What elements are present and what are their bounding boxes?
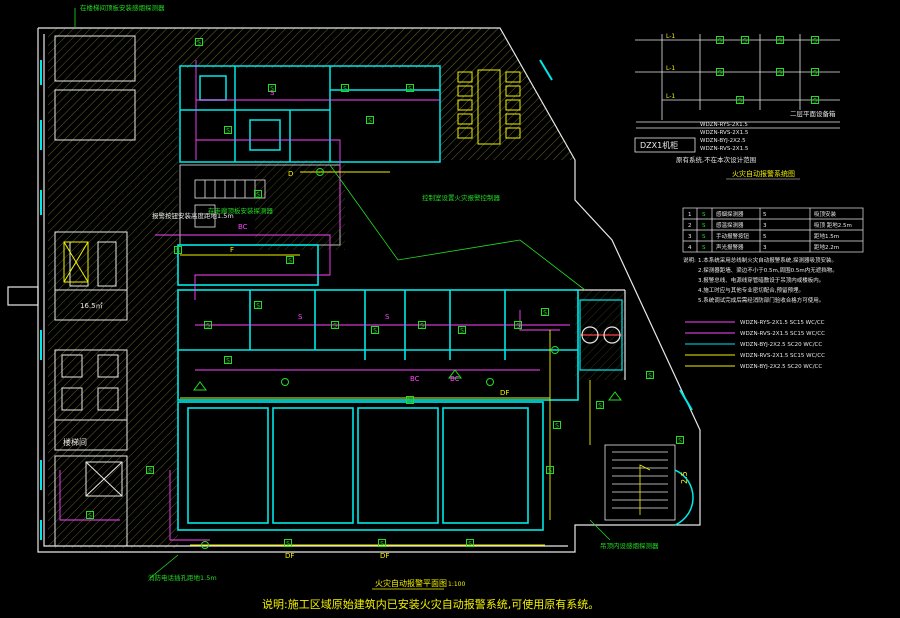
legend-qty-4: 3 (763, 245, 767, 251)
bus-label-2: L-1 (666, 65, 675, 72)
legend-no-3: 3 (688, 234, 692, 240)
note-1: 1.本系统采用总线制火灾自动报警系统,探测器吸顶安装。 (698, 256, 837, 264)
callout-2: 报警按钮安装高度距地1.5m (152, 211, 234, 220)
note-5: 5.系统调试完成后需经消防部门验收合格方可使用。 (698, 296, 824, 304)
note-3: 3.报警总线、电源线穿管暗敷设于吊顶内或楼板内。 (698, 276, 824, 284)
signal-bus (59, 60, 570, 541)
legend-no-4: 4 (688, 245, 692, 251)
plan-scale: 1:100 (448, 581, 465, 588)
wire-1: WDZN-RYS-2X1.5 SC15 WC/CC (740, 320, 825, 326)
label-bus-3: BC (450, 375, 460, 383)
label-bus-2: BC (410, 375, 420, 383)
legend-no-1: 1 (688, 212, 692, 218)
label-bus-1: BC (238, 223, 248, 231)
note-2: 2.探测器距墙、梁边不小于0.5m,周围0.5m内无遮挡物。 (698, 266, 838, 274)
label-feeder-1: DF (285, 552, 294, 560)
hatched-areas (48, 28, 625, 548)
legend-qty-2: 3 (763, 223, 767, 229)
legend-note-4: 距地2.2m (814, 243, 839, 251)
diagram-line-3: WDZN-BYJ-2X2.5 (700, 138, 746, 144)
wiring-labels: S S S BC BC BC DF DF DF D F (230, 89, 509, 560)
stair-icon (604, 444, 694, 526)
legend-note-3: 距地1.5m (814, 232, 839, 240)
label-feed-f: F (230, 246, 234, 254)
callout-4: 原有系统,不在本次设计范围 (676, 155, 756, 164)
label-feeder-3: DF (500, 389, 509, 397)
legend-sym-2: S (702, 223, 706, 229)
legend-name-2: 感温探测器 (716, 221, 744, 229)
plan-title: 火灾自动报警平面图 (375, 578, 447, 588)
diagram-line-2: WDZN-RVS-2X1.5 (700, 130, 749, 136)
wire-3: WDZN-BYJ-2X2.5 SC20 WC/CC (740, 342, 822, 348)
elevator-icon (63, 241, 89, 283)
system-diagram: L-1 L-1 L-1 二层平面设备箱 WDZN-RYS-2X1.5 WDZN-… (634, 33, 840, 180)
legend-sym-3: S (702, 234, 706, 240)
system-diagram-title: 火灾自动报警系统图 (732, 169, 795, 178)
legend-note-1: 吸顶安装 (814, 210, 837, 218)
legend-sym-4: S (702, 245, 706, 251)
notes-title: 说明: (683, 256, 696, 264)
callout-7: 在走廊顶板安装探测器 (208, 206, 274, 215)
upper-rooms (179, 65, 441, 163)
callout-texts: 在楼梯间顶板安装感烟探测器 报警按钮安装高度距地1.5m 控制室设置火灾报警控制… (80, 3, 756, 582)
left-rooms (54, 35, 136, 547)
room-area: 16.5㎡ (80, 302, 103, 310)
power-bus (180, 171, 591, 546)
dim-label: 2.5 (680, 471, 689, 484)
diagram-line-4: WDZN-RVS-2X1.5 (700, 146, 749, 152)
callout-3: 控制室设置火灾报警控制器 (422, 193, 501, 202)
manual-call-point-icon (201, 168, 559, 549)
wire-5: WDZN-BYJ-2X2.5 SC20 WC/CC (740, 364, 822, 370)
stair-core (579, 299, 623, 371)
wire-2: WDZN-RVS-2X1.5 SC15 WC/CC (740, 331, 825, 337)
legend-note-2: 吸顶 距地2.5m (814, 221, 852, 229)
office-grid (177, 244, 579, 531)
callout-lines (74, 8, 611, 579)
label-feeder-2: DF (380, 552, 389, 560)
legend-name-4: 声光报警器 (716, 243, 744, 251)
bus-label-3: L-1 (666, 93, 675, 100)
outer-walls (7, 27, 701, 553)
legend-qty-3: 5 (763, 234, 767, 240)
stair-label: 楼梯间 (63, 437, 87, 447)
bus-label-1: L-1 (666, 33, 675, 40)
conference-table (457, 69, 521, 145)
room-labels: 16.5㎡ 楼梯间 2.5 (63, 302, 689, 484)
label-feed-d: D (288, 170, 293, 178)
legend-qty-1: 5 (763, 212, 767, 218)
callout-6: 吊顶内设感烟探测器 (600, 541, 659, 550)
legend-no-2: 2 (688, 223, 692, 229)
callout-5: 消防电话插孔距地1.5m (148, 573, 217, 582)
windows (40, 59, 693, 540)
plan-note: 说明:施工区域原始建筑内已安装火灾自动报警系统,可使用原有系统。 (262, 597, 599, 611)
control-cabinet-label: DZX1机柜 (640, 140, 678, 150)
label-smoke-3: S (385, 313, 390, 321)
plan-title-block: 火灾自动报警平面图 1:100 说明:施工区域原始建筑内已安装火灾自动报警系统,… (262, 578, 599, 611)
label-smoke-2: S (298, 313, 303, 321)
legend-table: 1 S 感烟探测器 5 吸顶安装 2 S 感温探测器 3 吸顶 距地2.5m 3… (682, 207, 864, 370)
sounder-icon (193, 369, 622, 401)
legend-name-3: 手动报警按钮 (716, 232, 750, 240)
diagram-line-1: WDZN-RYS-2X1.5 (700, 122, 748, 128)
legend-name-1: 感烟探测器 (716, 210, 744, 218)
wire-4: WDZN-RVS-2X1.5 SC15 WC/CC (740, 353, 825, 359)
sub-title: 二层平面设备箱 (790, 109, 836, 118)
note-4: 4.施工时应与其他专业密切配合,预留预埋。 (698, 286, 804, 294)
label-smoke-1: S (270, 89, 275, 97)
legend-sym-1: S (702, 212, 706, 218)
callout-1: 在楼梯间顶板安装感烟探测器 (80, 3, 165, 12)
